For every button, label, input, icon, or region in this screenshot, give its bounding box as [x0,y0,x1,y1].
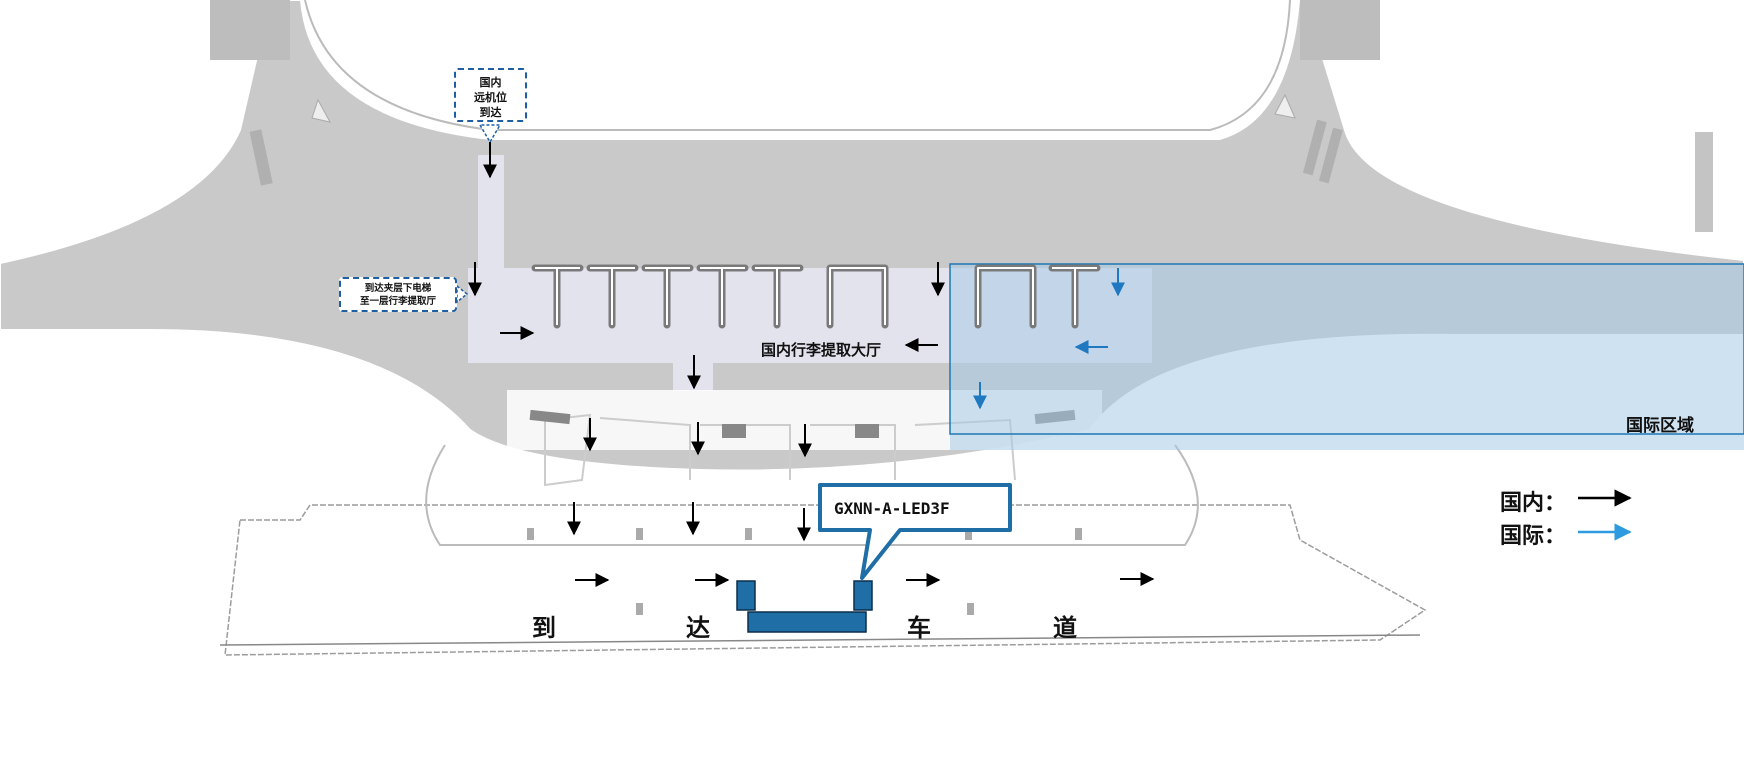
led-screen-icon [736,483,1012,633]
road-char-4: 道 [1053,614,1077,642]
road-char-1: 到 [532,614,556,642]
international-area-label: 国际区域 [1626,416,1694,436]
baggage-carousel-inner [535,267,1097,325]
international-zone [949,263,1744,450]
legend-domestic-label: 国内： [1500,491,1567,516]
road-char-2: 达 [686,614,710,642]
international-flow-arrows [973,268,1125,410]
escalator-transfer-callout: 到达夹层下电梯 至一层行李提取厅 [339,277,457,312]
led-screen-label: GXNN-A-LED3F [834,499,950,518]
domestic-flow-arrows [468,142,1155,587]
road-char-3: 车 [907,614,931,642]
arrival-level-outline [219,444,1427,656]
domestic-baggage-hall-label: 国内行李提取大厅 [761,341,882,359]
legend-international-label: 国际： [1500,524,1567,549]
callout-pointer [456,124,502,304]
remote-arrival-callout: 国内 远机位 到达 [454,68,527,122]
terminal-building-outline [0,0,1744,472]
legend-arrows [1578,489,1632,541]
